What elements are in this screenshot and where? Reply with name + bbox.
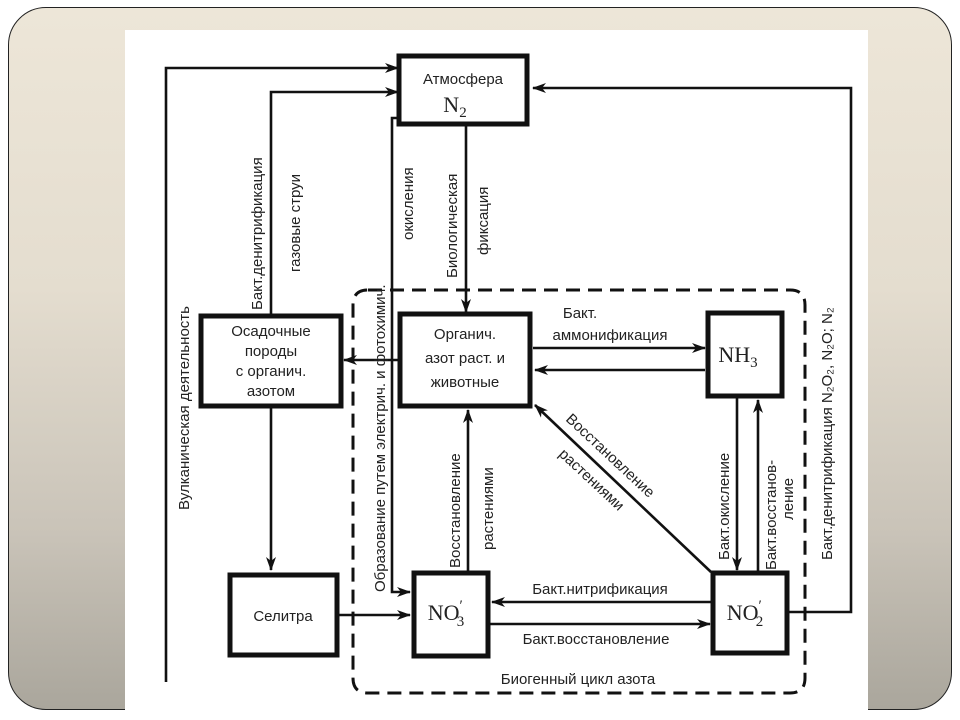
nitrate-formula: NO′3 [428, 598, 465, 630]
ammonification-label-2: аммонификация [552, 327, 667, 344]
nitrification-label: Бакт.нитрификация [532, 581, 668, 598]
bact-reduction-vertical-2: ление [780, 478, 797, 520]
gas-jets-label: газовые струи [287, 174, 304, 272]
ammonia-formula: NH3 [718, 342, 757, 371]
saltpeter-box [227, 572, 340, 658]
nitrite-formula: NO′2 [727, 598, 764, 630]
biogenic-cycle-boundary [351, 288, 807, 695]
sediment-line-1: Осадочные [231, 323, 311, 340]
organic-line-3: животные [431, 374, 500, 391]
sediment-line-2: породы [245, 343, 297, 360]
nitrate-box [411, 570, 491, 659]
saltpeter-label: Селитра [253, 608, 313, 625]
bio-fixation-label-1: Биологическая [444, 174, 461, 278]
biogenic-cycle-label: Биогенный цикл азота [501, 671, 656, 688]
ammonia-box [705, 310, 785, 399]
ammonification-label-1: Бакт. [563, 305, 597, 322]
electric-oxidation-label: окисления [400, 167, 417, 240]
volcanic-arrow [164, 63, 399, 682]
organic-box [397, 311, 533, 409]
nitrite-box [710, 570, 790, 656]
atmosphere-formula: N2 [443, 92, 466, 121]
nitrite-to-organic-arrow [534, 404, 712, 573]
bio-fixation-label-2: фиксация [475, 187, 492, 255]
bact-oxidation-label: Бакт.окисление [716, 453, 733, 560]
reduction-plants-vertical-2: растениями [480, 467, 497, 550]
organic-line-1: Органич. [434, 326, 496, 343]
gas-jets-arrow [269, 87, 399, 315]
electric-oxidation-arrow [390, 116, 411, 597]
sediment-line-3: с органич. [236, 363, 306, 380]
sediment-line-4: азотом [247, 383, 295, 400]
volcanic-label: Вулканическая деятельность [176, 306, 193, 510]
electric-formation-label: Образование путем электрич. и фотохимич. [372, 284, 389, 592]
atmosphere-box [396, 53, 530, 127]
reduction-plants-vertical-1: Восстановление [447, 453, 464, 568]
denitrification-left-label: Бакт.денитрификация [249, 157, 266, 310]
organic-line-2: азот раст. и [425, 350, 505, 367]
bact-reduction-vertical-1: Бакт.восстанов- [763, 460, 780, 570]
atmosphere-label: Атмосфера [423, 71, 504, 88]
sediment-box [198, 313, 344, 409]
bact-reduction-horizontal-label: Бакт.восстановление [523, 631, 670, 648]
denitrification-right-label: Бакт.денитрификация N₂O₂, N₂O; N₂ [819, 307, 836, 560]
right-denitrification-arrow [532, 83, 853, 614]
